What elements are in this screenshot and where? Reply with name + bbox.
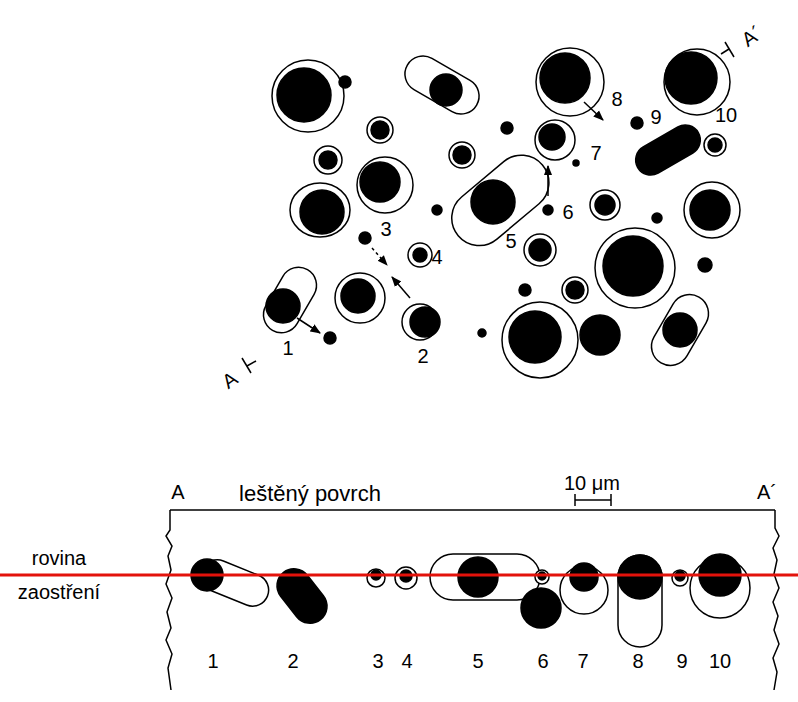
section-letter: A — [218, 367, 242, 393]
section-markers — [242, 42, 734, 373]
callout-number: 1 — [207, 650, 218, 672]
callout-number: 2 — [417, 345, 428, 367]
callout-number: 4 — [401, 650, 412, 672]
callout-number: 5 — [472, 650, 483, 672]
callout-number: 5 — [505, 230, 516, 252]
callout-number: 3 — [372, 650, 383, 672]
section-letter: A´ — [737, 21, 766, 50]
callout-number: 2 — [287, 650, 298, 672]
callout-number: 8 — [632, 650, 643, 672]
top-view — [257, 48, 740, 378]
callout-number: 7 — [590, 142, 601, 164]
callout-number: 7 — [577, 650, 588, 672]
callout-number: 4 — [431, 246, 442, 268]
callout-number: 6 — [537, 650, 548, 672]
focal-plane-line — [0, 574, 798, 577]
cross-section-inclusions — [191, 554, 750, 647]
section-letter: A´ — [757, 481, 777, 503]
scale-label: 10 μm — [564, 472, 620, 494]
callout-number: 8 — [611, 88, 622, 110]
callout-number: 10 — [715, 104, 737, 126]
callout-number: 6 — [562, 201, 573, 223]
cross-section-block — [166, 494, 779, 690]
surface-label: leštěný povrch — [239, 482, 381, 506]
motion-arrows — [297, 102, 603, 333]
callout-number: 3 — [380, 218, 391, 240]
callout-number: 10 — [709, 650, 731, 672]
callout-number: 9 — [650, 106, 661, 128]
focal-plane-label: rovina zaostření — [3, 541, 115, 609]
callout-number: 1 — [282, 337, 293, 359]
section-letter: A — [171, 481, 184, 503]
callout-number: 9 — [676, 650, 687, 672]
